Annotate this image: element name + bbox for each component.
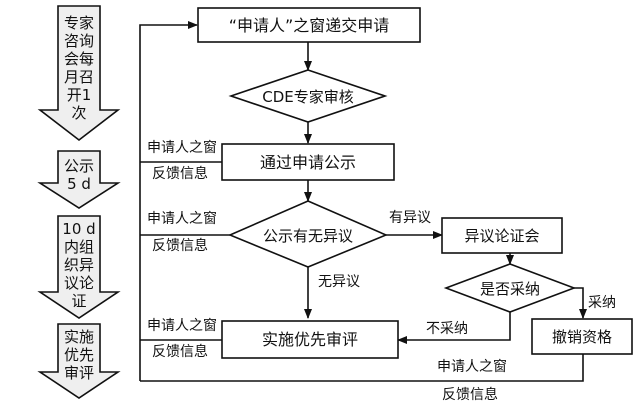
node-review-label: CDE专家审核 <box>262 88 354 106</box>
edge-label-adopted: 采纳 <box>588 295 616 311</box>
timeline-step-3-line: 证 <box>71 292 86 310</box>
node-publish: 通过申请公示 <box>221 143 395 181</box>
timeline-step-4-line: 优先 <box>64 346 94 364</box>
node-implement-label: 实施优先审评 <box>262 330 358 349</box>
timeline-arrow-3 <box>37 215 121 319</box>
timeline-step-4-line: 审评 <box>64 364 94 382</box>
node-hearing-box <box>441 217 563 254</box>
timeline-step-1-line: 会每 <box>64 50 94 68</box>
node-review: CDE专家审核 <box>228 69 388 123</box>
feedback-label-objection: 申请人之窗 反馈信息 <box>147 210 217 254</box>
timeline-step-1-line: 专家 <box>64 14 94 32</box>
node-adopt-check: 是否采纳 <box>443 263 577 313</box>
feedback-line-2: 反馈信息 <box>442 386 498 403</box>
connectors <box>139 21 587 382</box>
node-publish-box <box>221 143 395 181</box>
node-implement-box <box>221 320 399 359</box>
feedback-line-1: 申请人之窗 <box>147 139 217 156</box>
timeline-step-2-text: 公示 5 d <box>64 157 94 193</box>
feedback-label-implement: 申请人之窗 反馈信息 <box>147 317 217 360</box>
node-objection-check: 公示有无异议 <box>227 200 389 268</box>
node-submit-box <box>197 7 421 43</box>
timeline-arrow-2 <box>37 150 121 209</box>
edge-adopt-implement <box>397 312 511 344</box>
timeline-step-3-line: 议论 <box>64 274 94 292</box>
timeline-column: 专家 咨询 会每 月召 开1 次 公示 5 d 10 d 内组 织异 议论 证 … <box>37 5 121 399</box>
node-review-diamond <box>228 69 388 123</box>
edge-label-no-objection: 无异议 <box>318 274 360 290</box>
edge-feedback-revoke <box>140 354 584 382</box>
node-submit: “申请人”之窗递交申请 <box>197 7 421 43</box>
feedback-label-publish: 申请人之窗 反馈信息 <box>147 139 217 182</box>
edge-label-not-adopted: 不采纳 <box>426 321 468 337</box>
timeline-step-1-line: 咨询 <box>64 32 94 50</box>
node-revoke-label: 撤销资格 <box>552 328 612 346</box>
feedback-line-2: 反馈信息 <box>152 237 208 254</box>
node-objection-check-diamond <box>227 200 389 268</box>
edge-adopt-revoke <box>574 287 587 319</box>
node-adopt-check-diamond <box>443 263 577 313</box>
node-objection-check-label: 公示有无异议 <box>263 227 353 245</box>
feedback-line-2: 反馈信息 <box>152 343 208 360</box>
timeline-step-4-line: 实施 <box>64 328 94 346</box>
feedback-line-1: 申请人之窗 <box>147 317 217 334</box>
timeline-step-1-line: 开1 <box>67 86 92 104</box>
node-hearing-label: 异议论证会 <box>464 227 539 245</box>
node-adopt-check-label: 是否采纳 <box>480 280 540 298</box>
timeline-arrow-1 <box>37 5 121 142</box>
feedback-line-2: 反馈信息 <box>152 165 208 182</box>
feedback-line-1: 申请人之窗 <box>437 358 507 375</box>
timeline-step-3-text: 10 d 内组 织异 议论 证 <box>62 220 95 310</box>
timeline-step-1-line: 次 <box>71 104 86 122</box>
timeline-step-3-line: 织异 <box>64 256 94 274</box>
timeline-step-3-line: 内组 <box>64 238 94 256</box>
timeline-step-1-text: 专家 咨询 会每 月召 开1 次 <box>64 14 94 122</box>
timeline-step-4-text: 实施 优先 审评 <box>64 328 94 382</box>
edge-return-submit <box>139 21 198 381</box>
timeline-step-2-line: 5 d <box>67 175 91 193</box>
timeline-step-1-line: 月召 <box>64 68 94 86</box>
node-submit-label: “申请人”之窗递交申请 <box>229 16 390 35</box>
node-hearing: 异议论证会 <box>441 217 563 254</box>
feedback-line-1: 申请人之窗 <box>147 210 217 227</box>
timeline-step-3-line: 10 d <box>62 220 95 238</box>
timeline-arrow-4 <box>37 323 121 399</box>
edge-label-has-objection: 有异议 <box>389 210 431 226</box>
node-implement: 实施优先审评 <box>221 320 399 359</box>
feedback-label-revoke: 申请人之窗 反馈信息 <box>437 358 507 403</box>
node-revoke-box <box>531 318 633 355</box>
node-publish-label: 通过申请公示 <box>260 153 356 172</box>
timeline-step-2-line: 公示 <box>64 157 94 175</box>
node-revoke: 撤销资格 <box>531 318 633 355</box>
